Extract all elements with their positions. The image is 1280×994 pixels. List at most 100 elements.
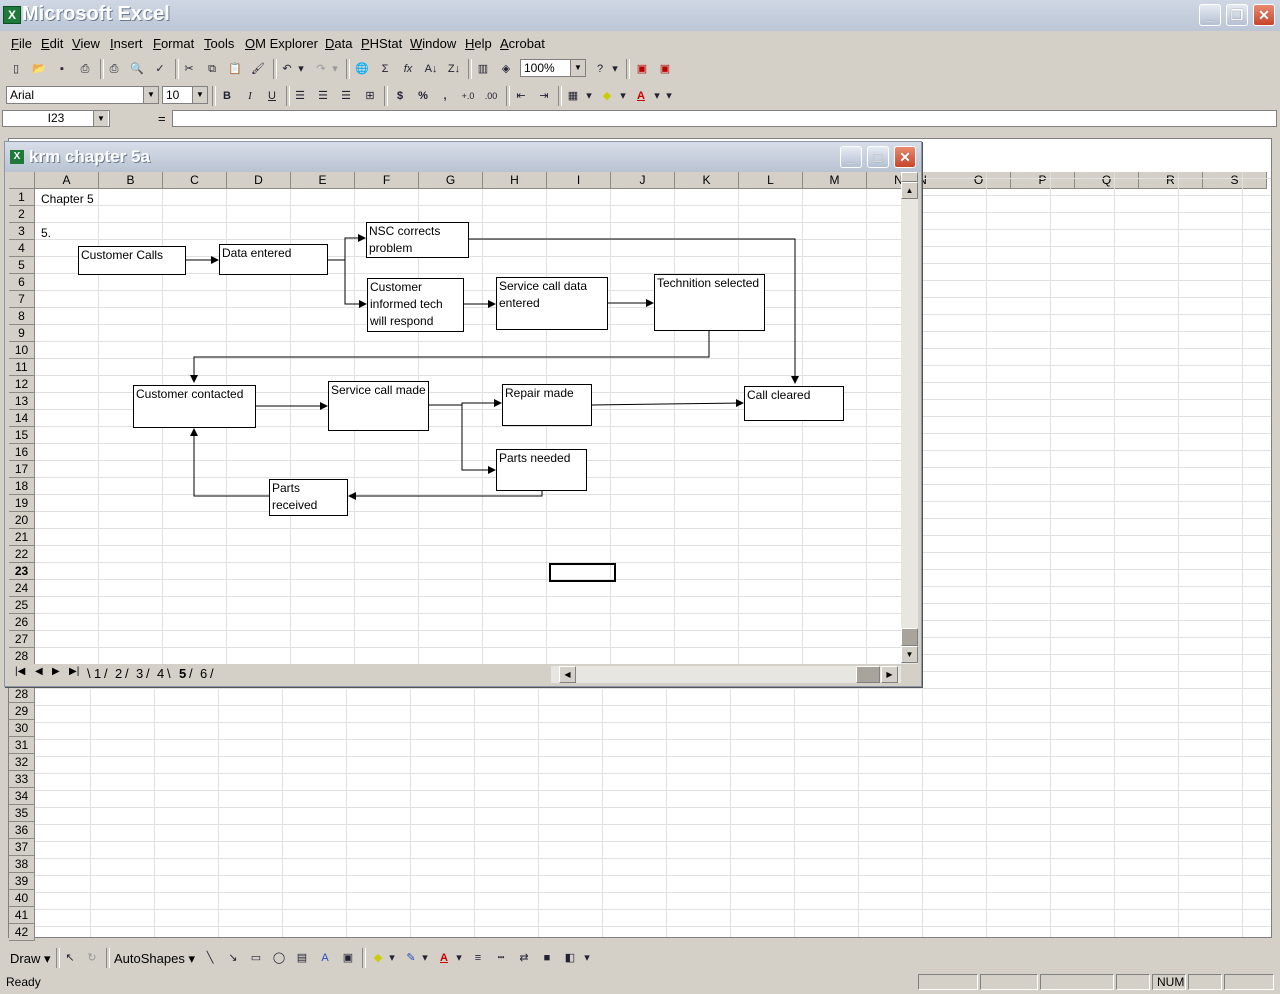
row-header-5[interactable]: 5 xyxy=(9,257,35,274)
percent-icon[interactable]: % xyxy=(418,90,428,102)
menu-acrobat[interactable]: Acrobat xyxy=(500,36,545,51)
drawing-icon[interactable]: ◈ xyxy=(501,63,511,75)
paste-icon[interactable]: 📋 xyxy=(228,63,242,75)
decrease-decimal-icon[interactable]: .00 xyxy=(484,91,498,101)
chart-wizard-icon[interactable]: ▥ xyxy=(477,63,489,75)
currency-icon[interactable]: $ xyxy=(396,90,404,102)
bg-row-header-39[interactable]: 39 xyxy=(9,873,35,890)
copy-icon[interactable]: ⧉ xyxy=(208,63,216,75)
rectangle-icon[interactable]: ▭ xyxy=(250,952,262,964)
toolbar-options-icon[interactable]: ▾ xyxy=(666,90,672,102)
cut-icon[interactable]: ✂ xyxy=(184,63,194,75)
fill-color-dropdown-icon[interactable]: ▾ xyxy=(620,90,626,102)
row-header-23[interactable]: 23 xyxy=(9,563,35,580)
workbook-close-button[interactable]: ✕ xyxy=(894,146,916,168)
selected-cell-i23[interactable] xyxy=(549,563,616,582)
row-header-28[interactable]: 28 xyxy=(9,648,35,664)
sheet-tab-5[interactable]: 5 xyxy=(179,666,187,681)
print-icon[interactable]: ⎙ xyxy=(109,63,119,75)
row-header-2[interactable]: 2 xyxy=(9,206,35,223)
row-header-17[interactable]: 17 xyxy=(9,461,35,478)
column-header-g[interactable]: G xyxy=(419,172,483,189)
underline-icon[interactable]: U xyxy=(268,90,276,102)
3d-icon[interactable]: ◧ xyxy=(564,952,576,964)
scroll-left-button[interactable]: ◀ xyxy=(559,666,576,683)
font-size-select[interactable]: 10 ▼ xyxy=(162,86,208,104)
align-left-icon[interactable]: ☰ xyxy=(295,90,305,102)
horizontal-scrollbar[interactable]: ◀ ▶ xyxy=(551,666,901,683)
column-header-d[interactable]: D xyxy=(227,172,291,189)
row-header-10[interactable]: 10 xyxy=(9,342,35,359)
row-header-8[interactable]: 8 xyxy=(9,308,35,325)
column-header-e[interactable]: E xyxy=(291,172,355,189)
bg-row-header-40[interactable]: 40 xyxy=(9,890,35,907)
box-technition-selected[interactable]: Technition selected xyxy=(654,274,765,331)
name-box[interactable]: I23 ▼ xyxy=(2,110,110,127)
column-header-c[interactable]: C xyxy=(163,172,227,189)
sort-ascending-icon[interactable]: A↓ xyxy=(424,63,438,75)
row-header-18[interactable]: 18 xyxy=(9,478,35,495)
formula-input[interactable] xyxy=(172,110,1277,127)
workbook-maximize-button[interactable]: □ xyxy=(867,146,889,168)
help-dropdown-icon[interactable]: ▾ xyxy=(612,63,618,75)
redo-dropdown-icon[interactable]: ▾ xyxy=(332,63,338,75)
row-header-24[interactable]: 24 xyxy=(9,580,35,597)
row-header-25[interactable]: 25 xyxy=(9,597,35,614)
close-button[interactable]: ✕ xyxy=(1253,4,1275,26)
arrow-style-icon[interactable]: ⇄ xyxy=(519,952,529,964)
undo-dropdown-icon[interactable]: ▾ xyxy=(298,63,304,75)
redo-icon[interactable]: ↷ xyxy=(316,63,326,75)
box-service-call-data-entered[interactable]: Service call data entered xyxy=(496,277,608,330)
row-header-20[interactable]: 20 xyxy=(9,512,35,529)
box-customer-calls[interactable]: Customer Calls xyxy=(78,246,186,275)
row-header-9[interactable]: 9 xyxy=(9,325,35,342)
menu-tools[interactable]: Tools xyxy=(204,36,235,51)
bg-row-header-38[interactable]: 38 xyxy=(9,856,35,873)
font-color-dropdown-icon[interactable]: ▾ xyxy=(654,90,660,102)
menu-insert[interactable]: Insert xyxy=(110,36,143,51)
scroll-thumb[interactable] xyxy=(901,628,918,646)
sort-descending-icon[interactable]: Z↓ xyxy=(447,63,461,75)
menu-om-explorer[interactable]: OM Explorer xyxy=(245,36,318,51)
bg-row-header-32[interactable]: 32 xyxy=(9,754,35,771)
row-header-4[interactable]: 4 xyxy=(9,240,35,257)
scroll-down-button[interactable]: ▼ xyxy=(901,646,918,663)
sheet-tab-4[interactable]: 4 xyxy=(157,666,165,681)
first-sheet-icon[interactable]: |◀ xyxy=(15,666,26,677)
box-service-call-made[interactable]: Service call made xyxy=(328,381,429,431)
oval-icon[interactable]: ◯ xyxy=(272,952,286,964)
bg-row-header-30[interactable]: 30 xyxy=(9,720,35,737)
menu-edit[interactable]: Edit xyxy=(41,36,64,51)
bg-row-header-41[interactable]: 41 xyxy=(9,907,35,924)
font-color-dropdown-icon[interactable]: ▾ xyxy=(456,952,462,964)
increase-decimal-icon[interactable]: +.0 xyxy=(461,91,475,101)
column-header-b[interactable]: B xyxy=(99,172,163,189)
bg-row-header-36[interactable]: 36 xyxy=(9,822,35,839)
vertical-scrollbar[interactable]: ▲ ▼ xyxy=(901,172,918,664)
cell-a1[interactable]: Chapter 5 xyxy=(41,192,94,206)
formula-equals[interactable]: = xyxy=(158,111,166,126)
font-name-select[interactable]: Arial ▼ xyxy=(6,86,159,104)
merge-center-icon[interactable]: ⊞ xyxy=(365,90,375,102)
function-icon[interactable]: fx xyxy=(403,63,413,75)
row-header-27[interactable]: 27 xyxy=(9,631,35,648)
borders-dropdown-icon[interactable]: ▾ xyxy=(586,90,592,102)
bg-row-header-42[interactable]: 42 xyxy=(9,924,35,941)
font-color-icon[interactable]: A xyxy=(637,90,645,102)
row-header-22[interactable]: 22 xyxy=(9,546,35,563)
rotate-icon[interactable]: ↻ xyxy=(87,952,97,964)
bg-row-header-31[interactable]: 31 xyxy=(9,737,35,754)
next-sheet-icon[interactable]: ▶ xyxy=(52,666,60,677)
bg-row-header-33[interactable]: 33 xyxy=(9,771,35,788)
undo-icon[interactable]: ↶ xyxy=(282,63,292,75)
drawing-options-icon[interactable]: ▾ xyxy=(584,952,590,964)
box-data-entered[interactable]: Data entered xyxy=(219,244,328,275)
save-icon[interactable]: ▪ xyxy=(60,63,64,75)
permission-icon[interactable]: ⎙ xyxy=(80,63,90,75)
row-header-7[interactable]: 7 xyxy=(9,291,35,308)
select-all-corner[interactable] xyxy=(9,172,35,189)
box-repair-made[interactable]: Repair made xyxy=(502,384,592,426)
bg-row-header-29[interactable]: 29 xyxy=(9,703,35,720)
draw-menu-button[interactable]: Draw ▾ xyxy=(10,951,51,966)
